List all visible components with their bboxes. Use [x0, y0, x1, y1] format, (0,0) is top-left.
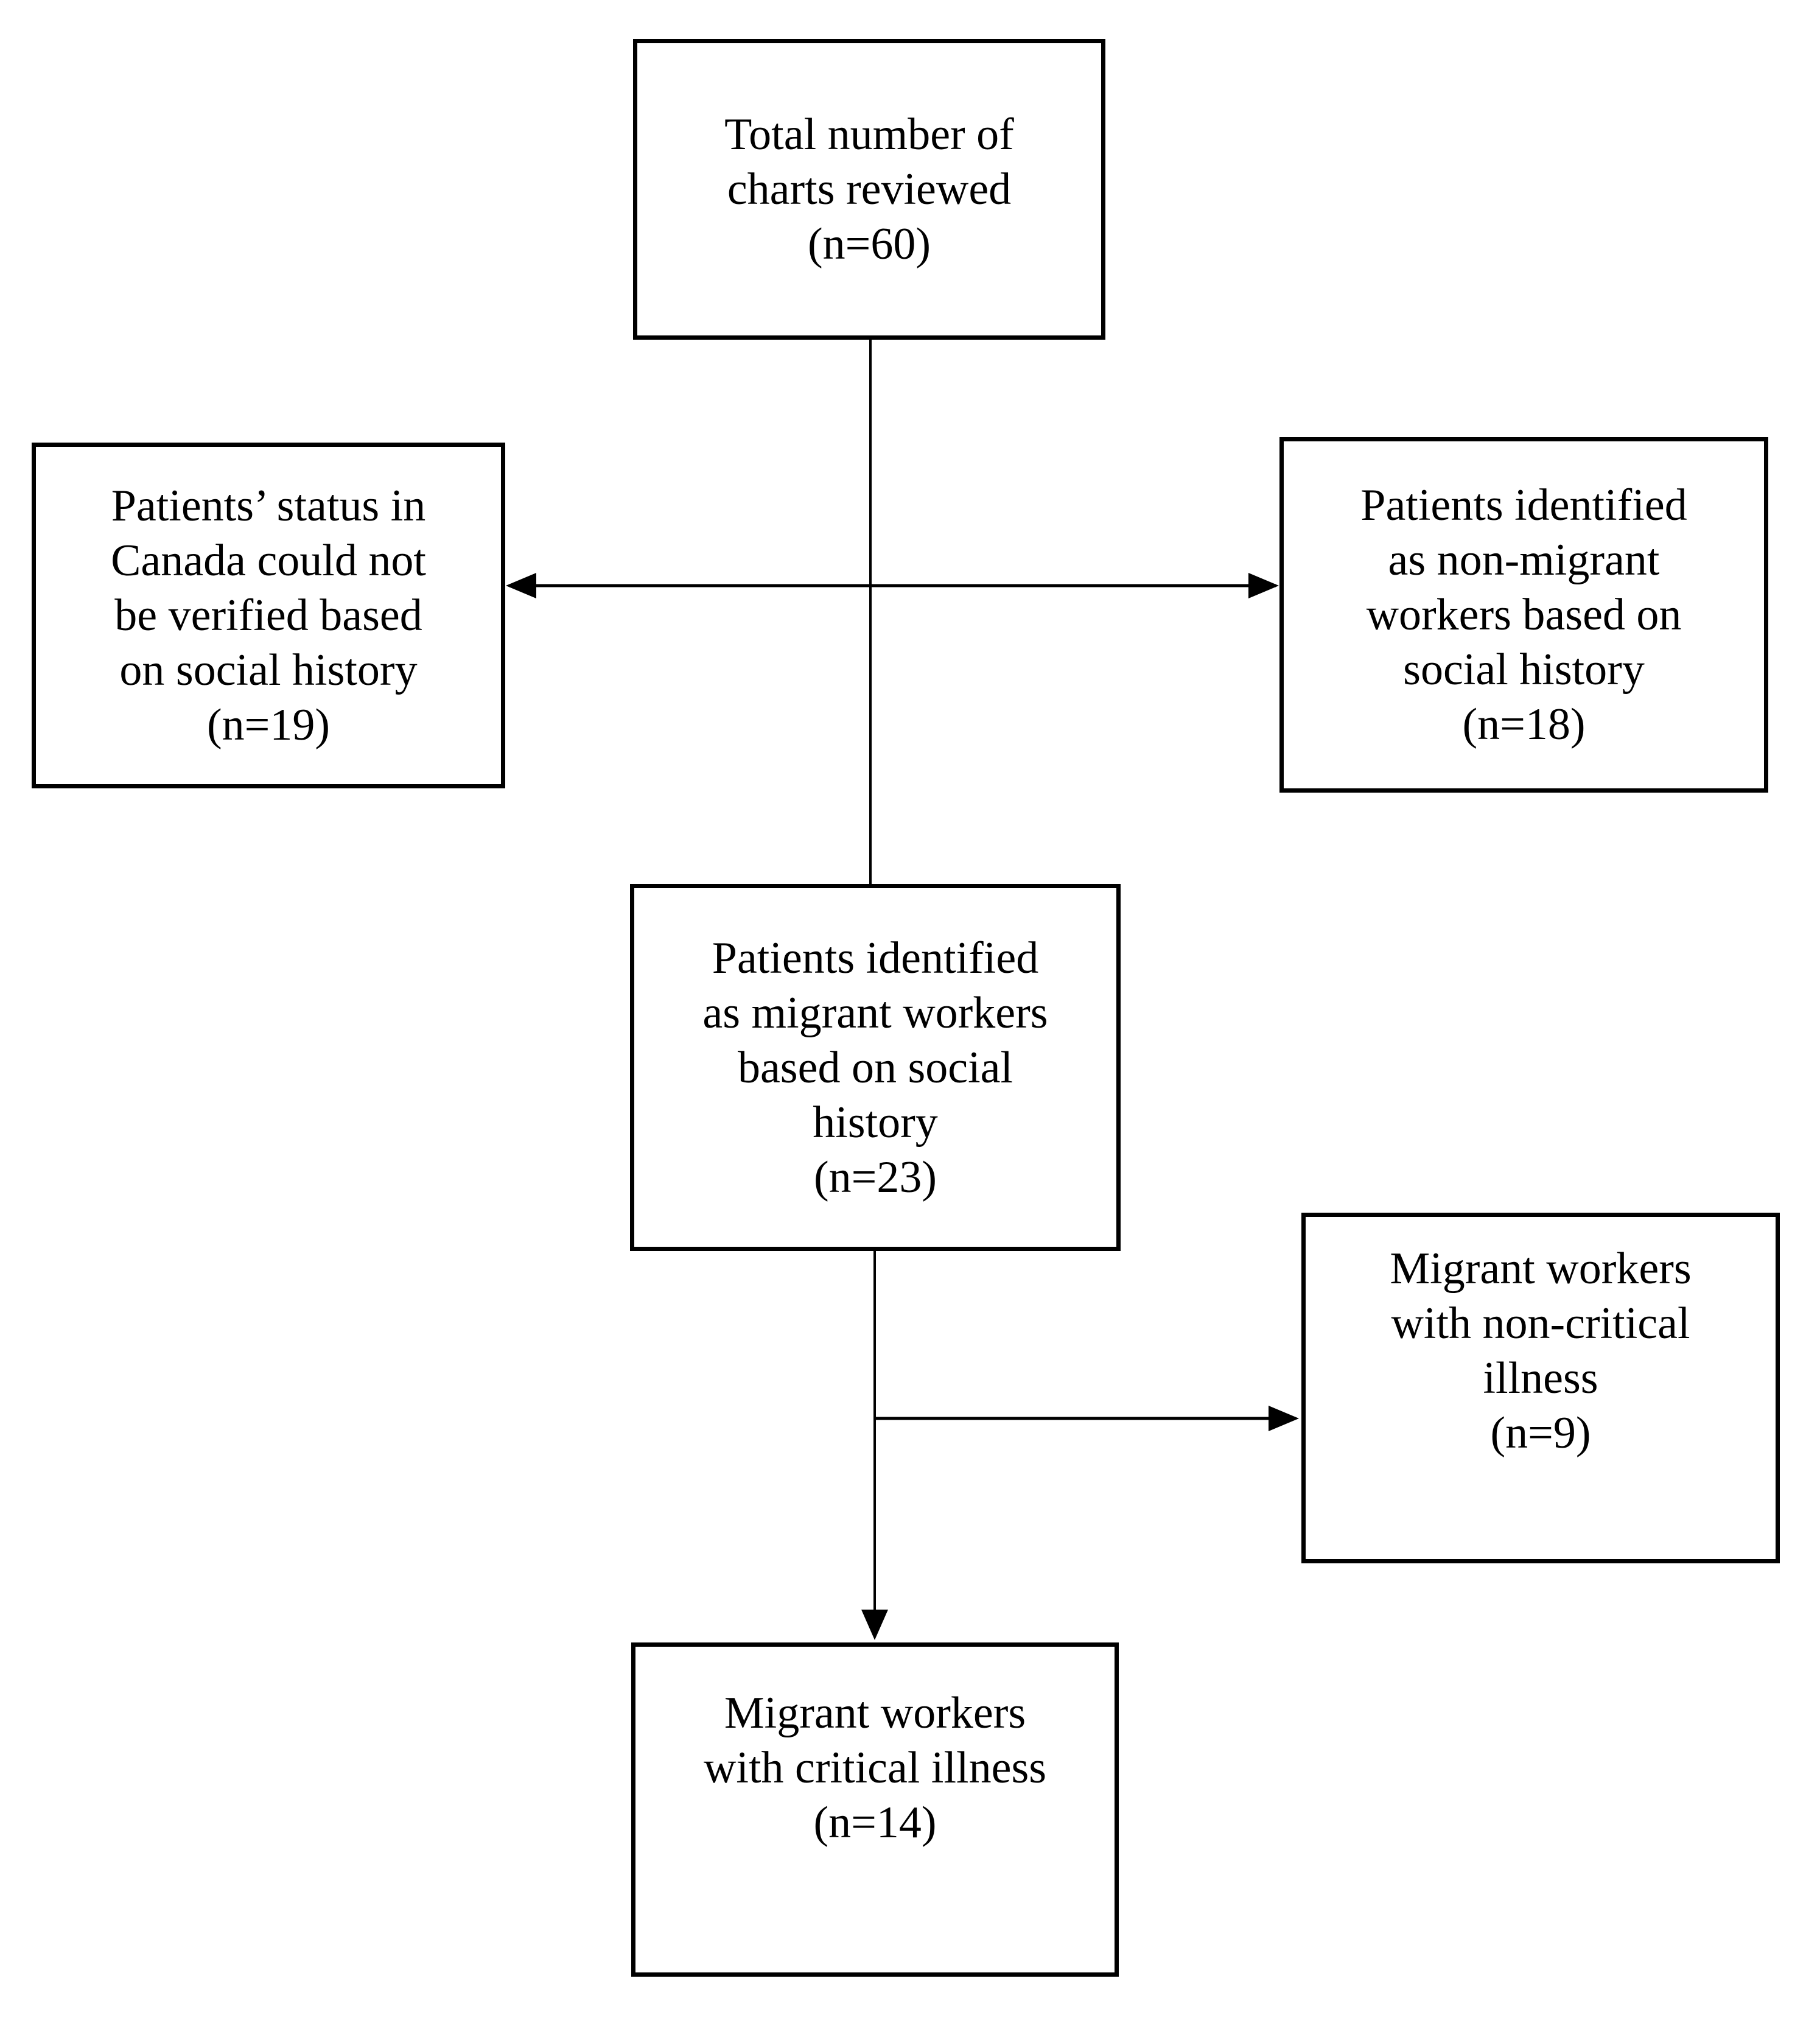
- flow-box-status-unverified: Patients’ status in Canada could not be …: [32, 443, 505, 788]
- box-text-line: Migrant workers: [1390, 1244, 1692, 1294]
- box-text-line: (n=23): [813, 1152, 937, 1202]
- arrowhead-right-icon: [1248, 573, 1279, 598]
- box-text-line: history: [813, 1097, 938, 1148]
- box-text-line: based on social: [737, 1042, 1013, 1093]
- box-text-line: be verified based: [114, 591, 422, 640]
- box-text-line: on social history: [119, 645, 418, 695]
- box-text-line: with critical illness: [703, 1743, 1047, 1793]
- flow-box-total-charts: Total number of charts reviewed (n=60): [633, 39, 1105, 340]
- flow-box-non-critical-illness: Migrant workers with non-critical illnes…: [1301, 1213, 1780, 1563]
- box-text-line: Patients’ status in: [111, 481, 426, 531]
- arrowhead-left-icon: [506, 573, 536, 598]
- box-text-line: Patients identified: [1360, 480, 1687, 530]
- box-text-line: with non-critical: [1391, 1299, 1690, 1348]
- flow-box-migrant-workers: Patients identified as migrant workers b…: [630, 884, 1121, 1251]
- box-text-line: illness: [1483, 1353, 1598, 1403]
- arrowhead-branch-right-icon: [1269, 1406, 1299, 1431]
- box-text-line: Canada could not: [111, 536, 426, 586]
- box-text-line: Total number of: [724, 110, 1014, 159]
- box-text-line: (n=60): [807, 219, 931, 269]
- box-text-line: social history: [1403, 645, 1645, 695]
- box-text-line: Migrant workers: [724, 1688, 1026, 1738]
- box-text-line: workers based on: [1366, 590, 1682, 640]
- flow-box-critical-illness: Migrant workers with critical illness (n…: [631, 1642, 1119, 1977]
- box-text-line: Patients identified: [712, 933, 1039, 983]
- arrowhead-down-icon: [861, 1610, 888, 1640]
- box-text-line: charts reviewed: [727, 164, 1012, 214]
- box-text-line: as migrant workers: [702, 987, 1048, 1038]
- box-text-line: (n=9): [1490, 1408, 1591, 1458]
- box-text-line: (n=18): [1462, 699, 1586, 749]
- box-text-line: (n=19): [206, 700, 331, 750]
- flow-box-non-migrant-workers: Patients identified as non-migrant worke…: [1279, 437, 1768, 793]
- box-text-line: (n=14): [813, 1798, 937, 1848]
- box-text-line: as non-migrant: [1388, 535, 1660, 585]
